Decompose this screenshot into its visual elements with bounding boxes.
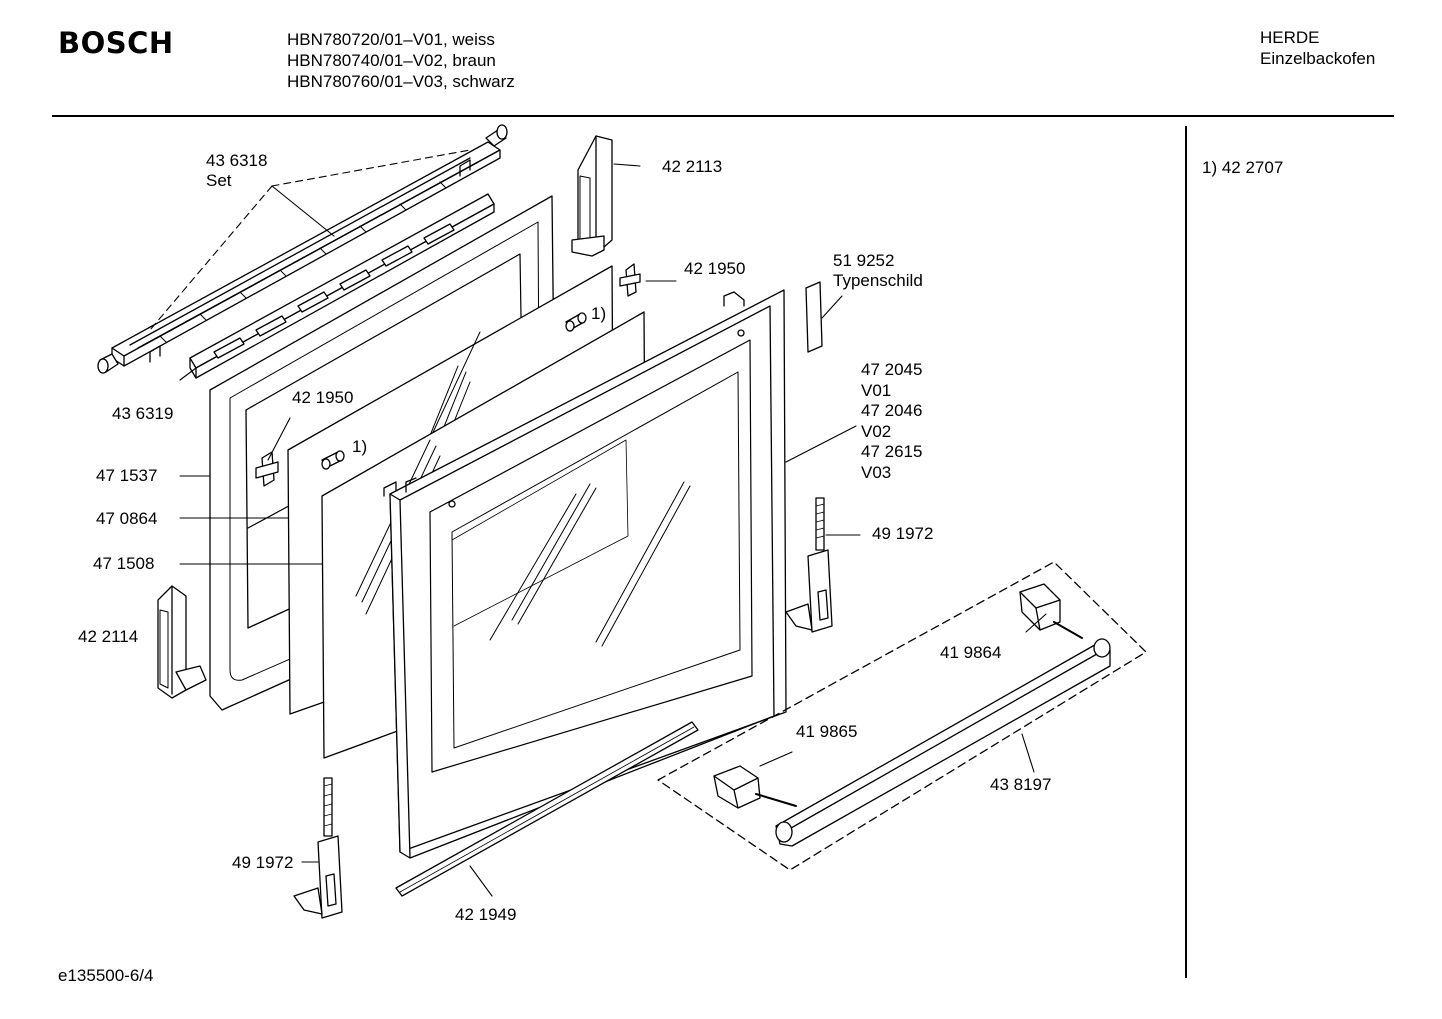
label-491972-left: 49 1972: [232, 853, 294, 872]
label-421950-lower: 42 1950: [292, 388, 354, 407]
label-419864: 41 9864: [940, 643, 1002, 662]
label-422114: 42 2114: [78, 627, 139, 646]
label-421949: 42 1949: [455, 905, 517, 924]
clip-upper: [619, 263, 641, 297]
footnote: 1) 42 2707: [1202, 158, 1284, 177]
type-plate: [805, 281, 823, 353]
bosch-logo: BOSCH: [58, 26, 174, 60]
hinge-left: [293, 777, 343, 919]
hinge-bracket-top: [571, 135, 613, 257]
vent-strip-lower: [189, 193, 495, 379]
hinge-right: [785, 497, 833, 633]
label-471537: 47 1537: [96, 466, 158, 485]
callout-note-upper: 1): [591, 304, 607, 323]
label-471508: 47 1508: [93, 554, 155, 573]
label-422113: 42 2113: [662, 157, 723, 176]
label-419865: 41 9865: [796, 722, 858, 741]
header-divider: [52, 115, 1394, 117]
bottom-seal-strip: [395, 721, 699, 897]
hinge-bracket-bottom: [157, 585, 207, 699]
label-470864: 47 0864: [96, 509, 158, 528]
label-491972-right: 49 1972: [872, 524, 934, 543]
leader-lines: [149, 149, 1047, 897]
roller-lower: [321, 450, 345, 470]
vent-strip-upper: [97, 124, 508, 374]
roller-upper: [565, 312, 587, 332]
category-line-2: Einzelbackofen: [1260, 49, 1376, 68]
model-list: HBN780720/01–V01, weiss HBN780740/01–V02…: [287, 29, 515, 92]
sidebar-divider: [1185, 126, 1187, 978]
handle-set: [657, 561, 1147, 871]
model-line-v03: HBN780760/01–V03, schwarz: [287, 72, 515, 91]
clip-lower: [255, 451, 279, 487]
label-421950-upper: 42 1950: [684, 259, 746, 278]
model-line-v02: HBN780740/01–V02, braun: [287, 51, 496, 70]
category-line-1: HERDE: [1260, 28, 1320, 47]
model-line-v01: HBN780720/01–V01, weiss: [287, 30, 495, 49]
callout-note-lower: 1): [352, 437, 368, 456]
document-id: e135500-6/4: [58, 966, 154, 985]
product-category: HERDE Einzelbackofen: [1260, 27, 1375, 69]
label-438197: 43 8197: [990, 775, 1052, 794]
label-436319: 43 6319: [112, 404, 174, 423]
